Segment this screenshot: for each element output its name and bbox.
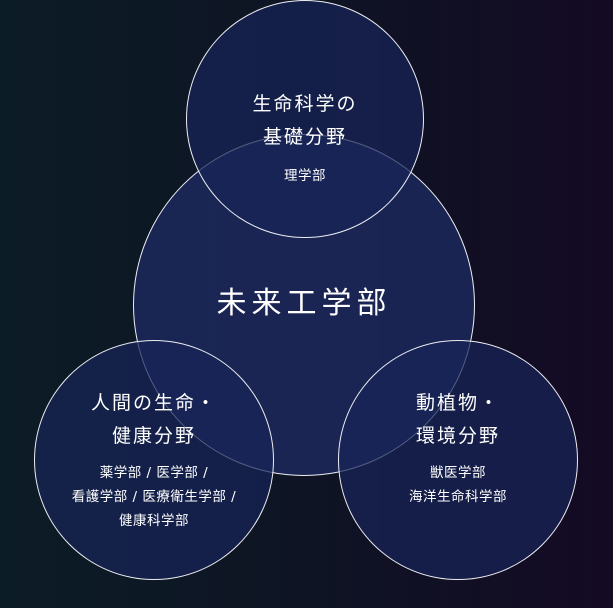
faculty-line: 獣医学部 [430, 465, 486, 481]
faculty-line: 理学部 [284, 168, 326, 184]
left-circle-title: 人間の生命・ 健康分野 [34, 387, 274, 453]
right-circle-faculties: 獣医学部 海洋生命科学部 [338, 461, 578, 509]
title-line: 環境分野 [415, 425, 500, 447]
title-line: 基礎分野 [262, 126, 347, 148]
right-circle [338, 340, 578, 580]
left-circle [34, 340, 274, 580]
title-line: 生命科学の [252, 93, 358, 115]
center-circle-title: 未来工学部 [216, 286, 392, 321]
title-line: 動植物・ [415, 392, 500, 414]
faculty-line: 薬学部 / 医学部 / [99, 465, 209, 481]
left-circle-label: 人間の生命・ 健康分野 薬学部 / 医学部 / 看護学部 / 医療衛生学部 / … [34, 387, 274, 533]
faculty-line: 健康科学部 [119, 513, 189, 529]
top-circle-faculties: 理学部 [186, 164, 424, 188]
left-circle-faculties: 薬学部 / 医学部 / 看護学部 / 医療衛生学部 / 健康科学部 [34, 461, 274, 533]
faculty-line: 看護学部 / 医療衛生学部 / [71, 489, 237, 505]
title-line: 人間の生命・ [90, 392, 217, 414]
right-circle-label: 動植物・ 環境分野 獣医学部 海洋生命科学部 [338, 387, 578, 509]
top-circle-title: 生命科学の 基礎分野 [186, 88, 424, 154]
title-line: 健康分野 [111, 425, 196, 447]
right-circle-title: 動植物・ 環境分野 [338, 387, 578, 453]
center-circle-label: 未来工学部 [133, 284, 475, 324]
faculty-line: 海洋生命科学部 [409, 489, 507, 505]
top-circle-label: 生命科学の 基礎分野 理学部 [186, 88, 424, 188]
top-circle [186, 0, 424, 238]
